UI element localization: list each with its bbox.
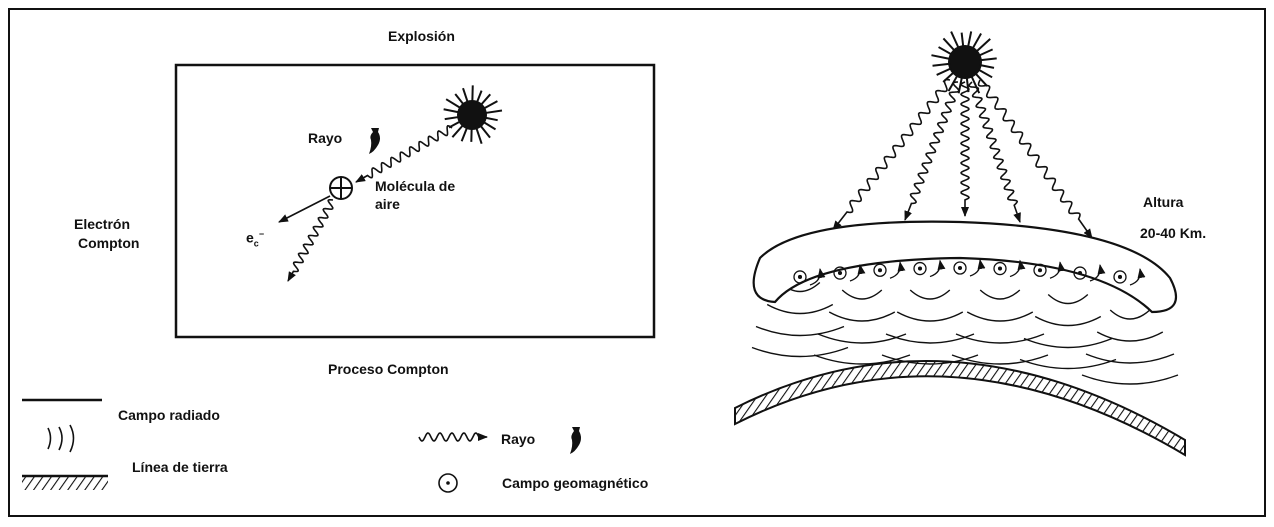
- molecule-label-line1: Molécula de: [375, 178, 456, 194]
- atmosphere-panel: [734, 31, 1186, 457]
- geomagnetic-electrons: [793, 259, 1146, 286]
- explosion-title: Explosión: [388, 28, 455, 44]
- electron-band: [752, 220, 1178, 314]
- downward-rays: [832, 78, 1093, 239]
- compton-panel: [174, 63, 656, 339]
- air-molecule-icon: [329, 176, 353, 200]
- explosion-burst-icon: [931, 31, 997, 94]
- scattered-ray: [287, 199, 334, 282]
- legend-ray-wave-icon: [418, 432, 488, 442]
- legend-geomagnetic-icon: [438, 473, 458, 493]
- compton-box: [174, 63, 656, 339]
- legend-ground-hatch-icon: [22, 474, 108, 490]
- molecule-label-line2: aire: [375, 196, 400, 212]
- altitude-label: Altura: [1143, 194, 1184, 210]
- altitude-value: 20-40 Km.: [1140, 225, 1207, 241]
- explosion-burst-icon: [443, 85, 503, 145]
- legend-radiated-field-label: Campo radiado: [118, 407, 220, 423]
- ray-label: Rayo: [308, 130, 343, 146]
- compton-caption: Proceso Compton: [328, 361, 449, 377]
- earth-surface: [734, 359, 1186, 457]
- legend-geomagnetic-label: Campo geomagnético: [502, 475, 649, 491]
- compton-electron-label-line1: Electrón: [74, 216, 131, 232]
- electron-arrow: [278, 195, 331, 223]
- legend-ray-label: Rayo: [501, 431, 536, 447]
- compton-electron-label-line2: Compton: [78, 235, 140, 251]
- legend-ground-line-label: Línea de tierra: [132, 459, 228, 475]
- radiated-field-arcs: [751, 281, 1179, 385]
- legend-radiated-arcs-icon: [47, 424, 75, 453]
- figure-frame: [8, 8, 1266, 517]
- legend-gamma-ray-icon: [570, 427, 581, 454]
- electron-symbol: ec−: [246, 229, 265, 249]
- gamma-ray-icon: [369, 128, 380, 154]
- incoming-ray: [355, 124, 453, 183]
- legend: [22, 398, 581, 493]
